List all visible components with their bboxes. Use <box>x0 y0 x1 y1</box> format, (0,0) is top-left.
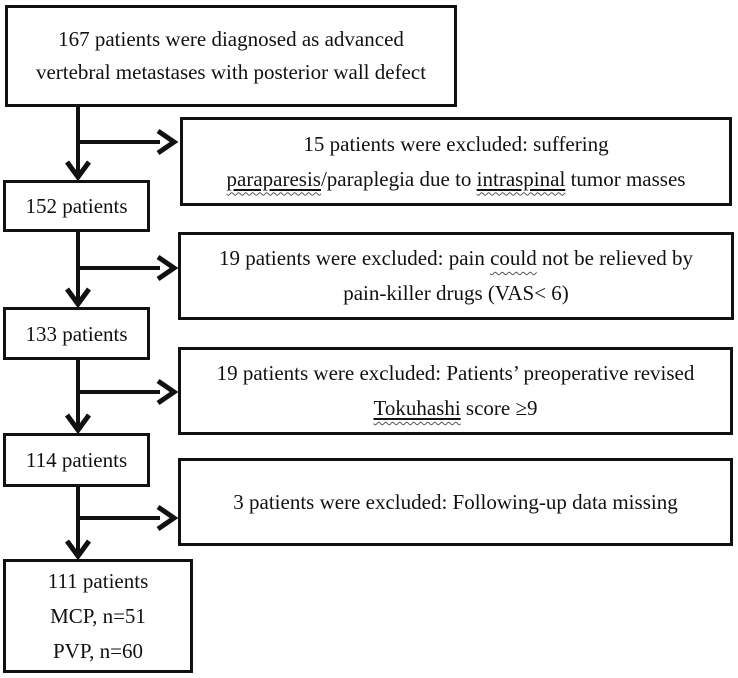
final-cohort-pvp: PVP, n=60 <box>52 638 144 663</box>
underlined-term-tokuhashi: Tokuhashi <box>373 396 461 420</box>
excluded-pain-line1-start: 19 patients were excluded: pain <box>218 246 491 270</box>
excluded-paraplegia-line2-mid: /paraplegia due to <box>320 166 477 191</box>
excluded-tokuhashi-line1: 19 patients were excluded: Patients’ pre… <box>216 361 695 385</box>
box-total-patients: 167 patients were diagnosed as advanced … <box>5 5 457 107</box>
133-patients-label: 133 patients <box>25 321 128 346</box>
arrow-branch-excluded-tokuhashi <box>78 378 179 406</box>
underlined-term-paraparesis: paraparesis <box>226 166 321 191</box>
box-114-patients: 114 patients <box>3 433 150 487</box>
total-patients-line1: 167 patients were diagnosed as advanced <box>58 27 404 51</box>
excluded-tokuhashi-line2-end: score ≥9 <box>460 396 538 420</box>
excluded-pain-line2: pain-killer drugs (VAS< 6) <box>343 281 569 305</box>
box-excluded-paraplegia: 15 patients were excluded: suffering par… <box>180 117 732 206</box>
excluded-pain-line1: 19 patients were excluded: pain could no… <box>181 241 731 276</box>
box-excluded-followup: 3 patients were excluded: Following-up d… <box>178 458 733 546</box>
excluded-pain-line1-end: not be relieved by <box>536 246 694 270</box>
114-patients-label: 114 patients <box>25 448 128 472</box>
excluded-tokuhashi-line2: Tokuhashi score ≥9 <box>181 391 730 426</box>
squiggled-term-could: could <box>490 246 537 270</box>
box-133-patients: 133 patients <box>3 307 150 360</box>
excluded-followup-line1: 3 patients were excluded: Following-up d… <box>233 489 678 514</box>
excluded-paraplegia-line2: paraparesis/paraplegia due to intraspina… <box>183 162 729 197</box>
arrow-114-to-111 <box>64 487 92 561</box>
underlined-term-intraspinal: intraspinal <box>476 166 566 191</box>
arrow-branch-excluded-pain <box>78 254 179 282</box>
excluded-paraplegia-line1: 15 patients were excluded: suffering <box>303 131 609 156</box>
box-excluded-tokuhashi: 19 patients were excluded: Patients’ pre… <box>178 347 733 435</box>
box-final-cohort: 111 patients MCP, n=51 PVP, n=60 <box>3 559 193 673</box>
final-cohort-total: 111 patients <box>47 568 149 593</box>
arrow-branch-excluded-followup <box>78 504 179 532</box>
total-patients-line2: vertebral metastases with posterior wall… <box>35 60 427 84</box>
arrow-133-to-114 <box>64 360 92 435</box>
excluded-paraplegia-line2-end: tumor masses <box>565 166 686 191</box>
final-cohort-mcp: MCP, n=51 <box>50 603 146 628</box>
arrow-branch-excluded-15 <box>78 128 179 156</box>
box-152-patients: 152 patients <box>3 180 150 232</box>
152-patients-label: 152 patients <box>25 194 128 218</box>
box-excluded-pain: 19 patients were excluded: pain could no… <box>178 232 734 320</box>
